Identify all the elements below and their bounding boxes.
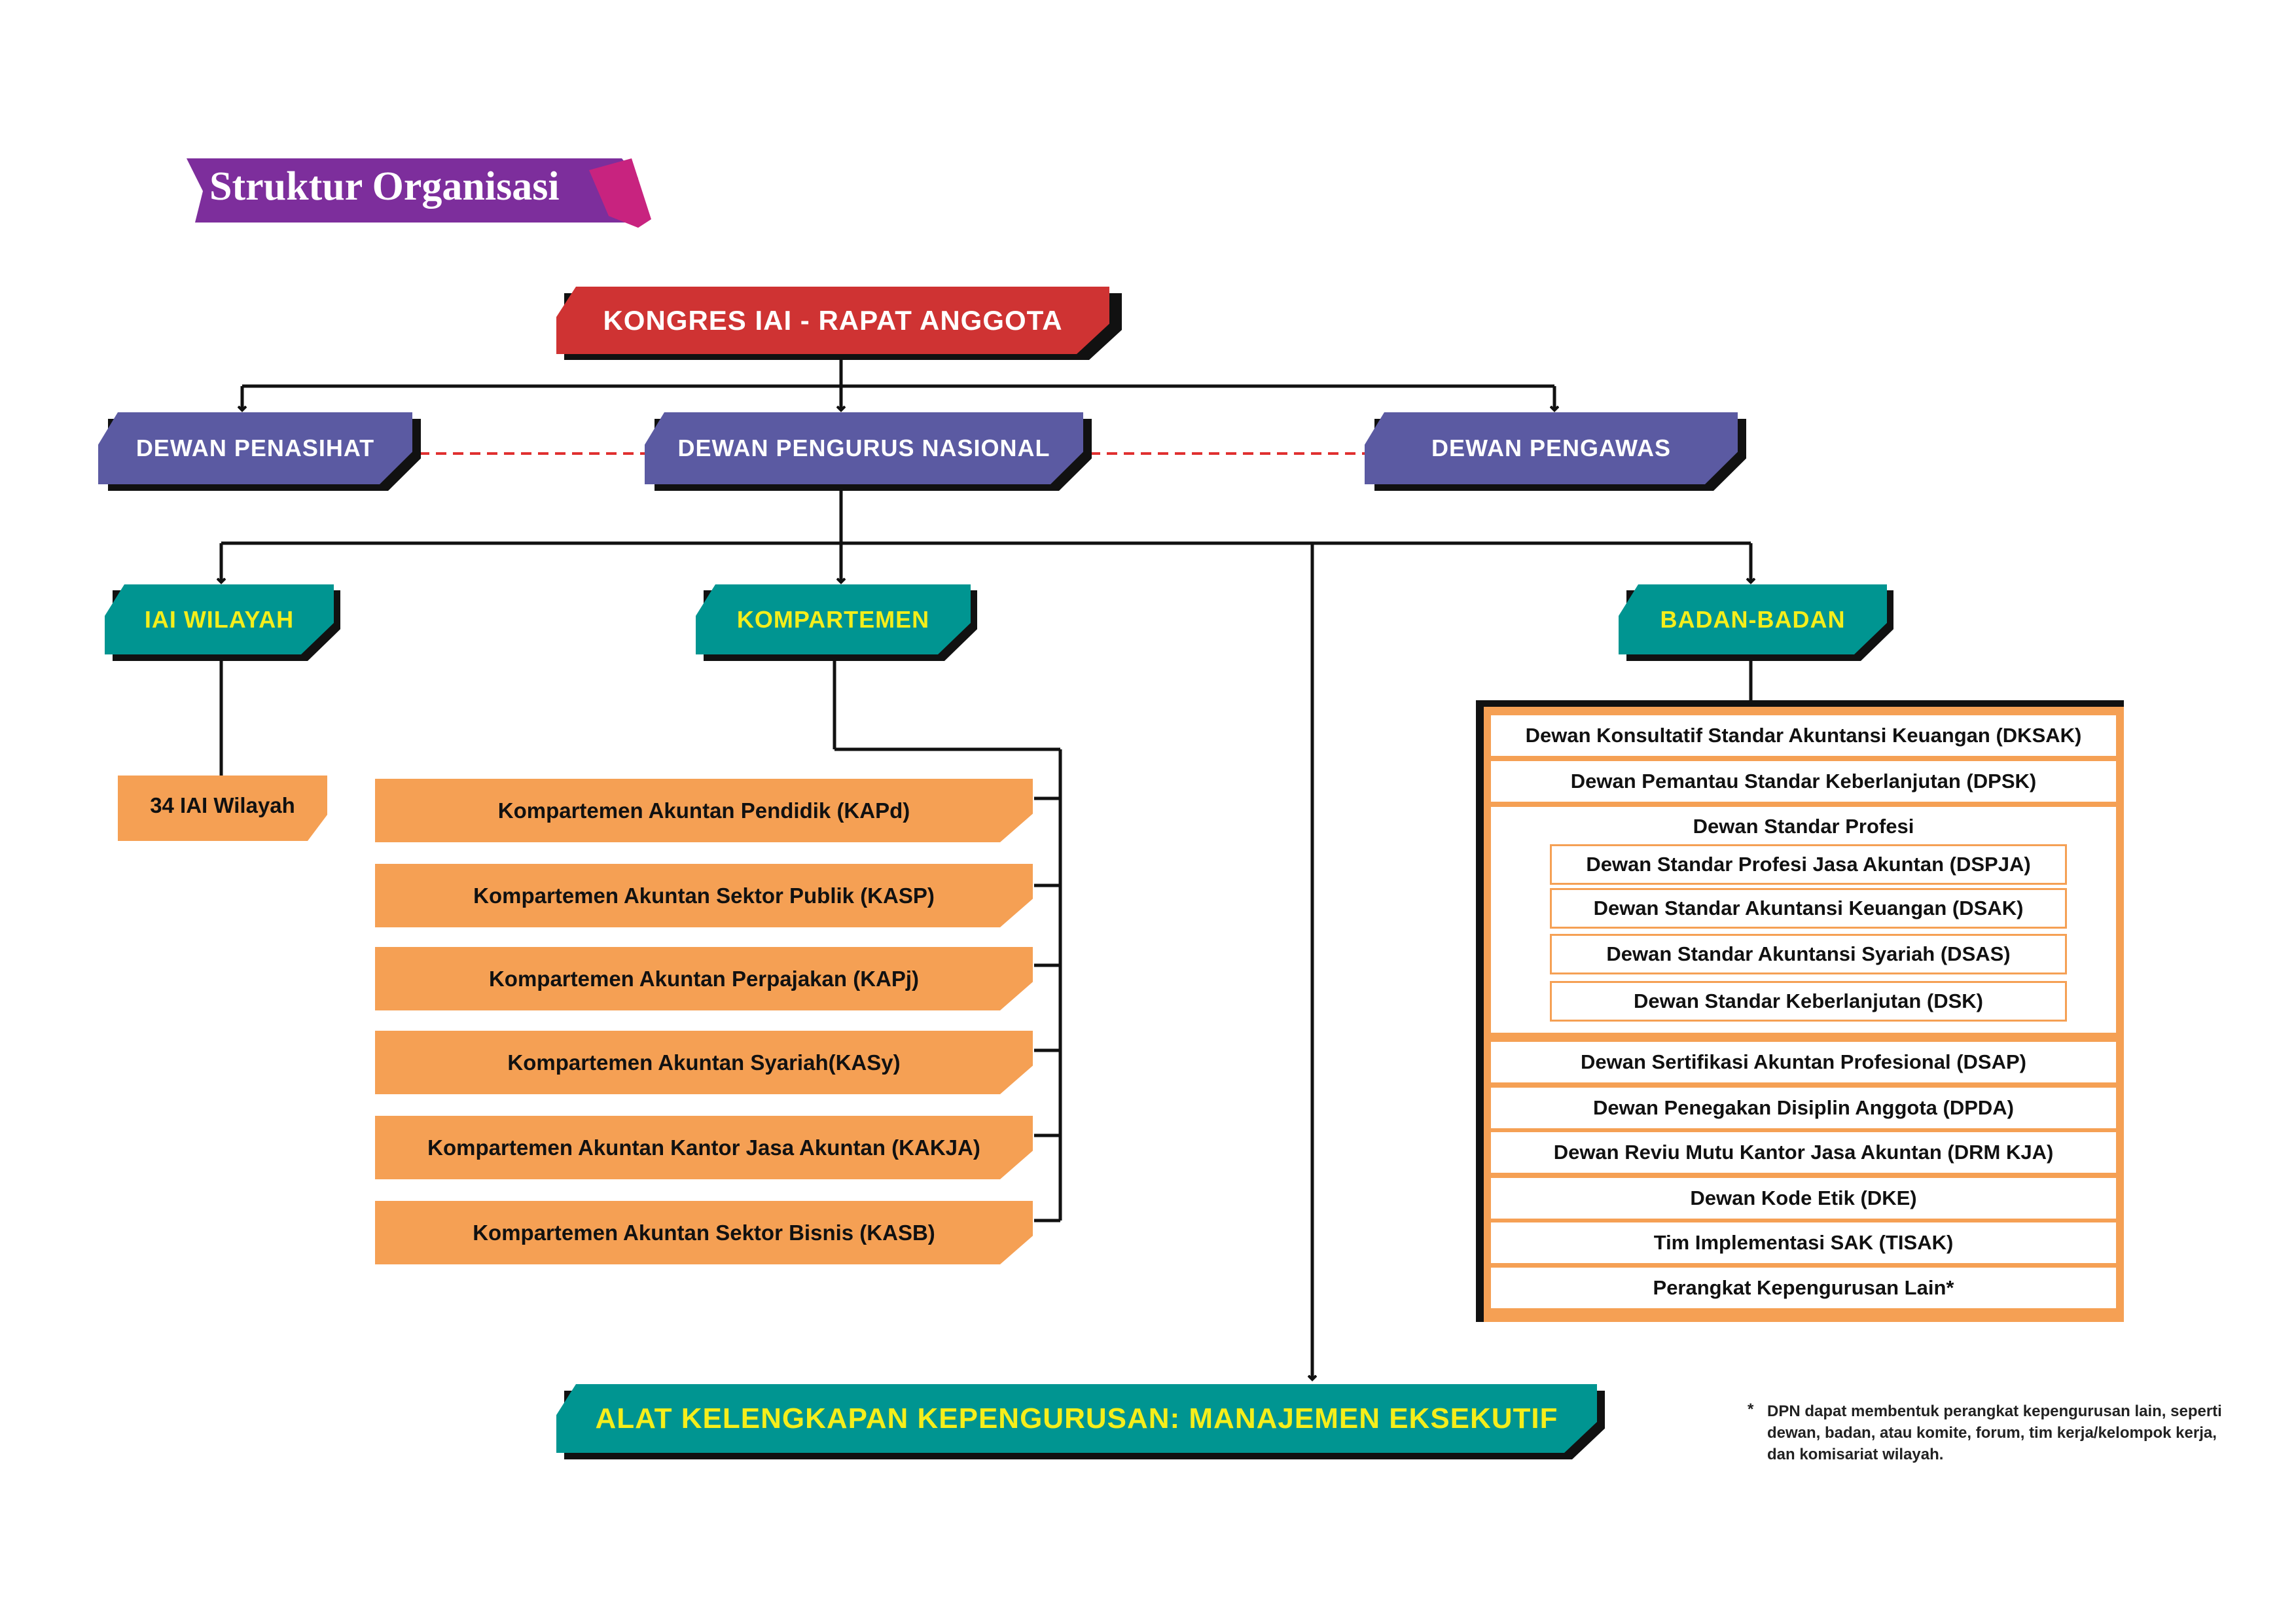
badan-label: BADAN-BADAN xyxy=(1660,605,1846,633)
pengurus-label: DEWAN PENGURUS NASIONAL xyxy=(677,435,1050,461)
penasihat-label: DEWAN PENASIHAT xyxy=(135,435,375,461)
badan-item-label: Dewan Konsultatif Standar Akuntansi Keua… xyxy=(1525,724,2082,747)
dsp-sub-item: Dewan Standar Profesi Jasa Akuntan (DSPJ… xyxy=(1550,844,2067,885)
badan-box: BADAN-BADAN xyxy=(1619,584,1887,654)
badan-item: Dewan Sertifikasi Akuntan Profesional (D… xyxy=(1491,1042,2116,1082)
badan-item: Dewan Reviu Mutu Kantor Jasa Akuntan (DR… xyxy=(1491,1132,2116,1173)
badan-item: Perangkat Kepengurusan Lain* xyxy=(1491,1268,2116,1308)
badan-item: Dewan Penegakan Disiplin Anggota (DPDA) xyxy=(1491,1088,2116,1128)
kompartemen-item: Kompartemen Akuntan Syariah(KASy) xyxy=(375,1031,1033,1094)
badan-item-label: Dewan Standar Profesi xyxy=(1693,815,1914,838)
badan-item: Dewan Konsultatif Standar Akuntansi Keua… xyxy=(1491,715,2116,756)
kompartemen-item-label: Kompartemen Akuntan Pendidik (KAPd) xyxy=(497,798,910,823)
kompartemen-item-label: Kompartemen Akuntan Sektor Publik (KASP) xyxy=(473,883,935,908)
kompartemen-item-label: Kompartemen Akuntan Sektor Bisnis (KASB) xyxy=(473,1220,935,1245)
wilayah-label: IAI WILAYAH xyxy=(144,605,295,633)
dsp-sub-item: Dewan Standar Akuntansi Keuangan (DSAK) xyxy=(1550,888,2067,929)
kompartemen-item-label: Kompartemen Akuntan Perpajakan (KAPj) xyxy=(488,966,920,991)
kompartemen-item: Kompartemen Akuntan Kantor Jasa Akuntan … xyxy=(375,1116,1033,1179)
dsp-sub-item-label: Dewan Standar Akuntansi Keuangan (DSAK) xyxy=(1593,897,2024,919)
executive-box: ALAT KELENGKAPAN KEPENGURUSAN: MANAJEMEN… xyxy=(556,1384,1597,1453)
badan-item-label: Dewan Sertifikasi Akuntan Profesional (D… xyxy=(1580,1050,2026,1073)
footnote-text: DPN dapat membentuk perangkat kepengurus… xyxy=(1767,1402,2222,1463)
badan-item: Dewan Pemantau Standar Keberlanjutan (DP… xyxy=(1491,761,2116,802)
wilayah-child-box: 34 IAI Wilayah xyxy=(118,776,327,841)
dsp-sub-item: Dewan Standar Akuntansi Syariah (DSAS) xyxy=(1550,934,2067,974)
dsp-sub-item-label: Dewan Standar Keberlanjutan (DSK) xyxy=(1634,990,1983,1012)
badan-item: Tim Implementasi SAK (TISAK) xyxy=(1491,1222,2116,1263)
dsp-sub-item: Dewan Standar Keberlanjutan (DSK) xyxy=(1550,981,2067,1022)
kompartemen-box: KOMPARTEMEN xyxy=(696,584,971,654)
badan-item-label: Perangkat Kepengurusan Lain* xyxy=(1653,1276,1954,1299)
wilayah-child-label: 34 IAI Wilayah xyxy=(150,793,295,817)
kompartemen-item: Kompartemen Akuntan Sektor Publik (KASP) xyxy=(375,864,1033,927)
badan-item-label: Dewan Pemantau Standar Keberlanjutan (DP… xyxy=(1570,770,2037,793)
penasihat-box: DEWAN PENASIHAT xyxy=(98,412,412,484)
badan-item-label: Dewan Penegakan Disiplin Anggota (DPDA) xyxy=(1592,1096,2015,1119)
kompartemen-item-label: Kompartemen Akuntan Kantor Jasa Akuntan … xyxy=(427,1135,980,1160)
page-title: Struktur Organisasi xyxy=(209,164,560,209)
dsp-sub-item-label: Dewan Standar Profesi Jasa Akuntan (DSPJ… xyxy=(1586,853,2031,876)
pengurus-box: DEWAN PENGURUS NASIONAL xyxy=(645,412,1083,484)
kompartemen-item-label: Kompartemen Akuntan Syariah(KASy) xyxy=(507,1050,901,1075)
pengawas-box: DEWAN PENGAWAS xyxy=(1365,412,1738,484)
badan-item: Dewan Kode Etik (DKE) xyxy=(1491,1178,2116,1219)
footnote-star: * xyxy=(1748,1400,1754,1418)
badan-item-label: Tim Implementasi SAK (TISAK) xyxy=(1653,1231,1954,1254)
kompartemen-item: Kompartemen Akuntan Sektor Bisnis (KASB) xyxy=(375,1201,1033,1264)
kompartemen-label: KOMPARTEMEN xyxy=(736,605,930,633)
kompartemen-item: Kompartemen Akuntan Pendidik (KAPd) xyxy=(375,779,1033,842)
kompartemen-item: Kompartemen Akuntan Perpajakan (KAPj) xyxy=(375,947,1033,1010)
kongres-box: KONGRES IAI - RAPAT ANGGOTA xyxy=(556,287,1109,354)
wilayah-box: IAI WILAYAH xyxy=(105,584,334,654)
badan-item-label: Dewan Reviu Mutu Kantor Jasa Akuntan (DR… xyxy=(1553,1141,2054,1164)
badan-item-label: Dewan Kode Etik (DKE) xyxy=(1690,1186,1917,1209)
executive-label: ALAT KELENGKAPAN KEPENGURUSAN: MANAJEMEN… xyxy=(595,1402,1558,1435)
pengawas-label: DEWAN PENGAWAS xyxy=(1431,435,1672,461)
kongres-label: KONGRES IAI - RAPAT ANGGOTA xyxy=(603,304,1063,336)
dsp-sub-item-label: Dewan Standar Akuntansi Syariah (DSAS) xyxy=(1606,942,2011,965)
